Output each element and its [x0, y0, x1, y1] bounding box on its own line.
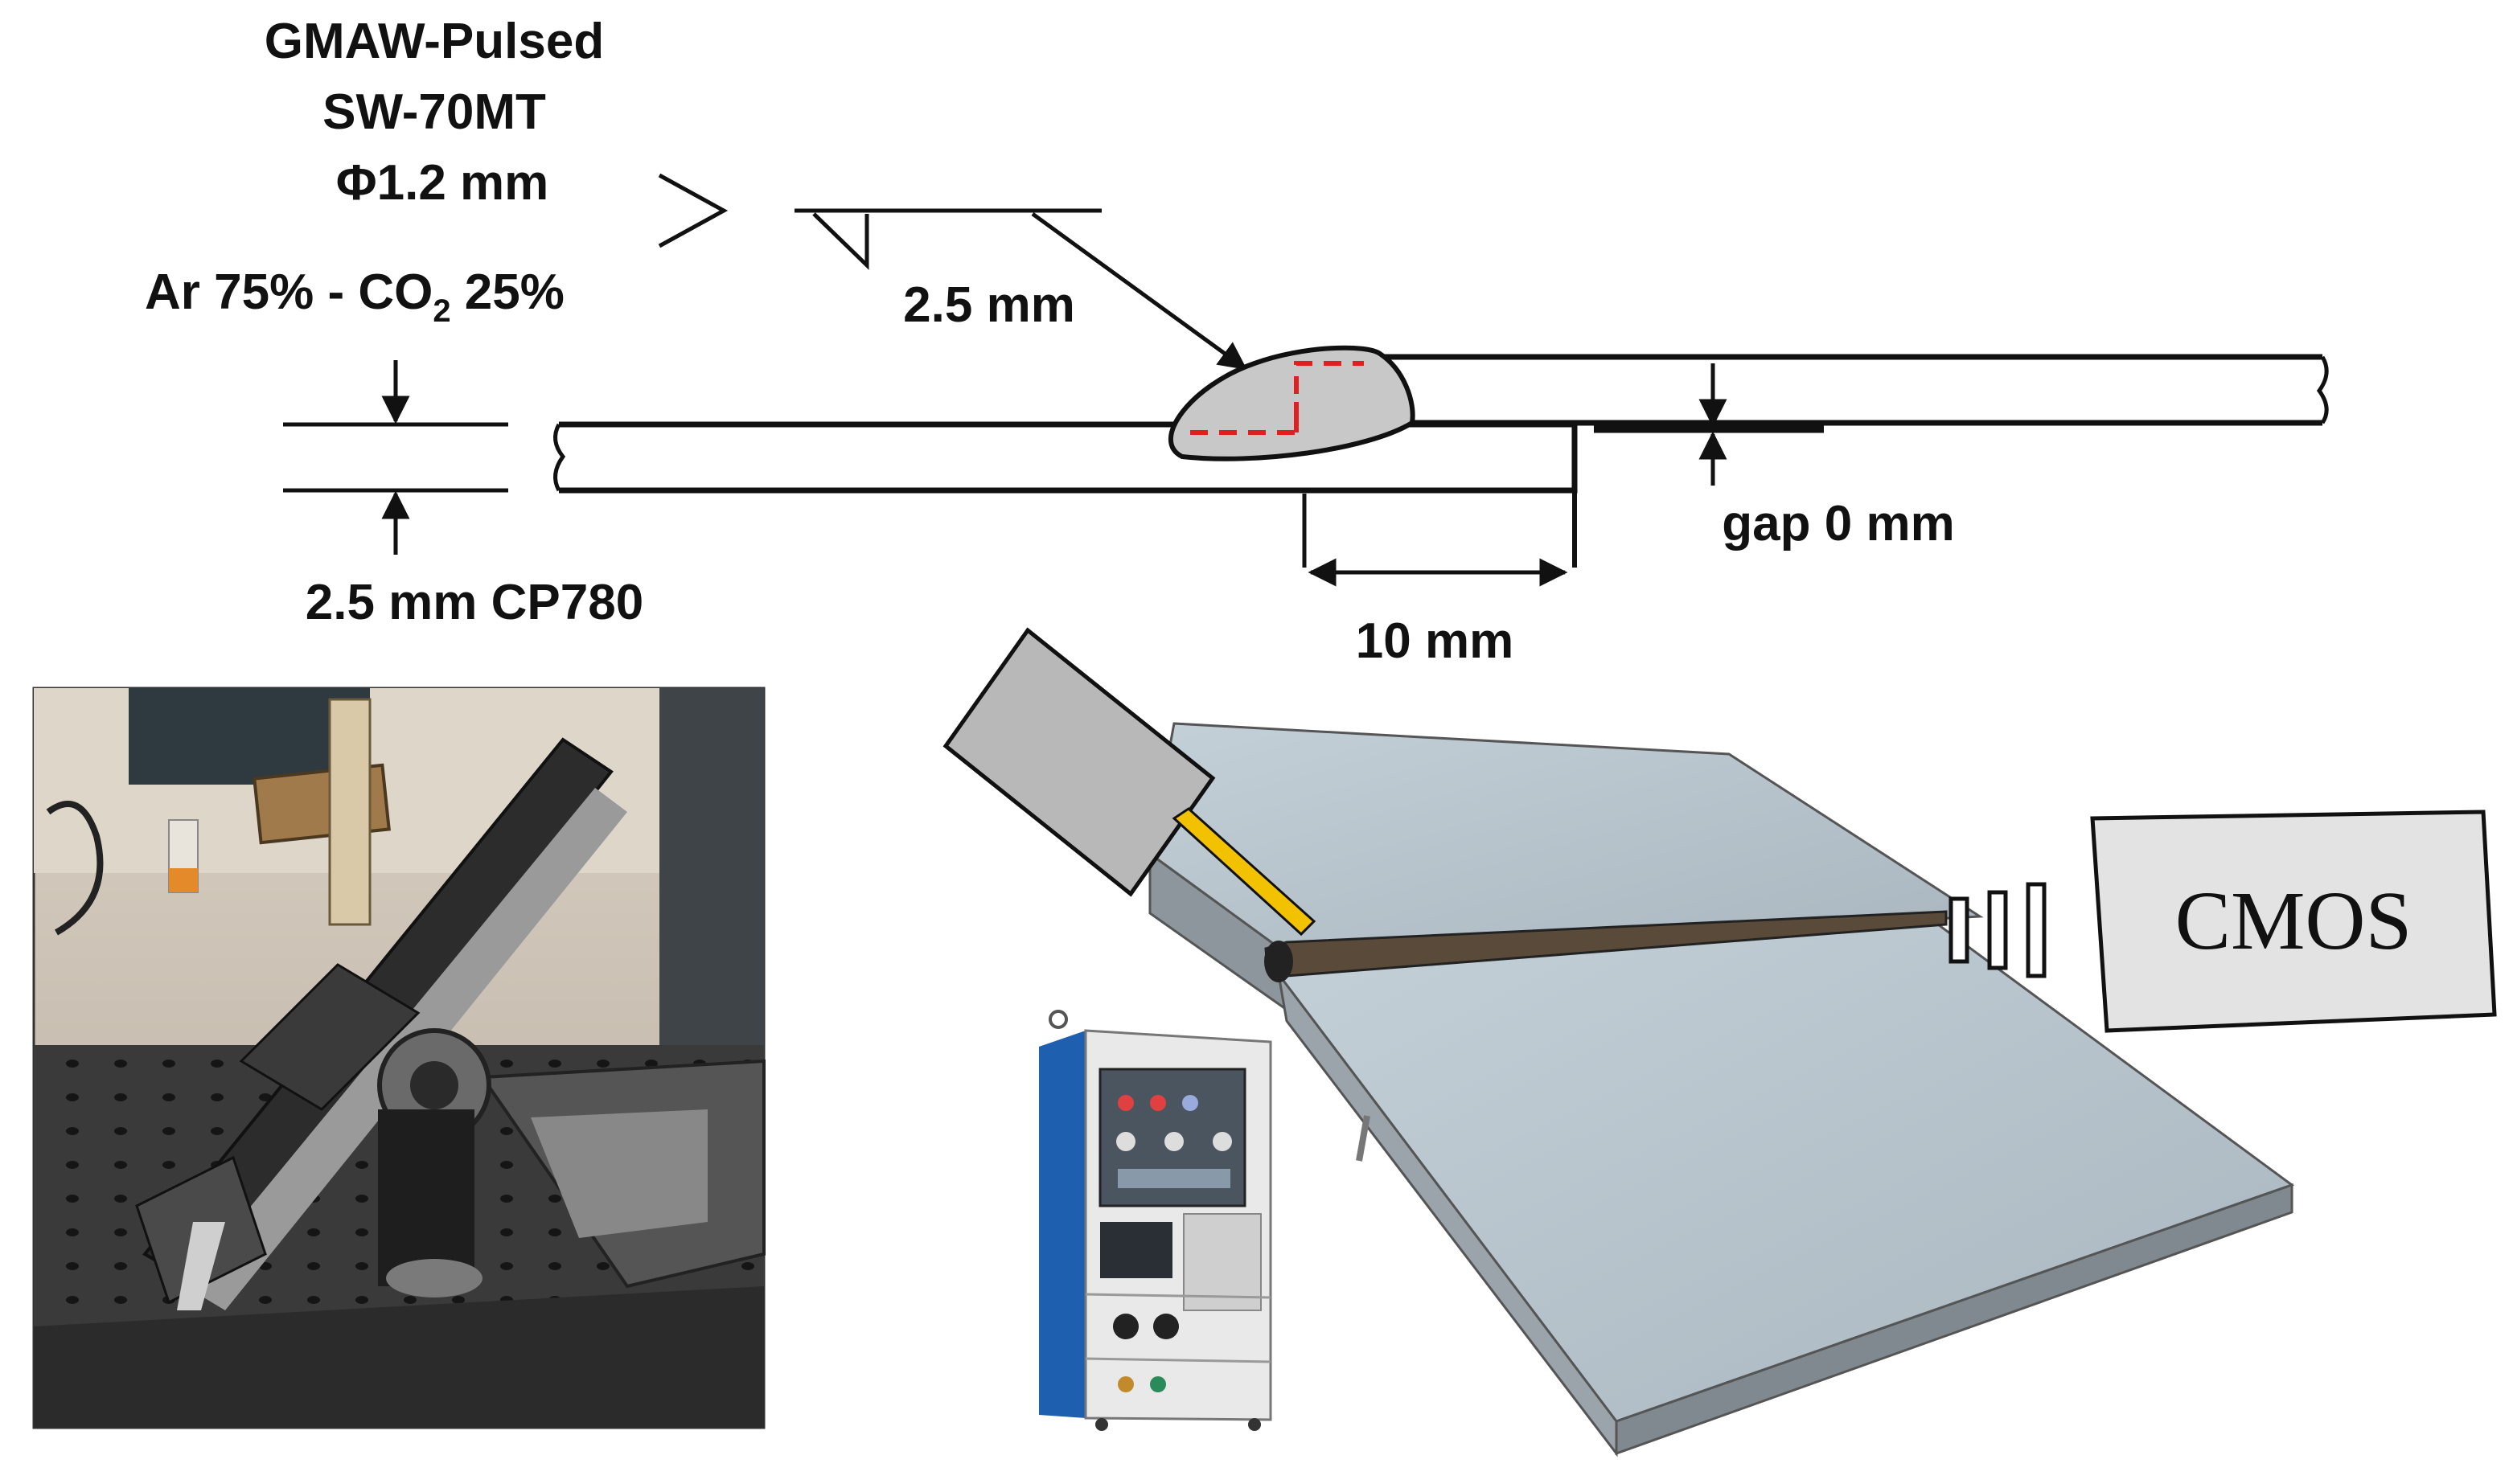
symbol-tail	[658, 173, 729, 248]
fillet-symbol	[812, 212, 869, 270]
overlap-label: 10 mm	[1356, 613, 1513, 669]
camera-label: CMOS	[2175, 875, 2412, 967]
optical-filter-icon	[1948, 896, 1969, 964]
symbol-arrow	[1031, 211, 1247, 371]
welding-torch	[942, 627, 1316, 937]
plate-assembly-3d	[1148, 722, 2295, 1457]
upper-plate	[1367, 354, 2322, 426]
weld-specification: GMAW-Pulsed SW-70MT Φ1.2 mm Ar 75% - CO2…	[145, 14, 604, 329]
optical-filter-icon	[1987, 890, 2008, 970]
thickness-label: 2.5 mm CP780	[306, 575, 643, 630]
welding-process-label: GMAW-Pulsed	[265, 14, 604, 69]
wire-diameter-label: Φ1.2 mm	[336, 155, 549, 211]
power-source-icon	[1039, 1031, 1086, 1418]
thickness-dimension	[283, 360, 508, 555]
lap-joint-cross-section	[553, 354, 2329, 568]
welding-torch-icon	[942, 627, 1216, 897]
optical-filters	[1948, 882, 2047, 978]
fixture-photo	[32, 687, 766, 1429]
optical-filter-icon	[2026, 882, 2047, 978]
cmos-camera-icon	[2090, 810, 2497, 1033]
gap-label: gap 0 mm	[1722, 496, 1954, 551]
wire-type-label: SW-70MT	[322, 84, 546, 140]
weld-bead	[1168, 345, 1415, 461]
welding-power-source	[1039, 1010, 1272, 1431]
overlap-dimension	[1302, 494, 1568, 587]
fusion-line	[1190, 361, 1364, 435]
shielding-gas-label: Ar 75% - CO2 25%	[145, 264, 565, 329]
upper-plate-break	[2316, 355, 2329, 424]
lower-plate	[559, 421, 1578, 494]
fillet-leg-label: 2.5 mm	[903, 277, 1075, 333]
welding-wire-icon	[1172, 807, 1316, 937]
lower-plate-break	[553, 423, 566, 492]
cmos-camera: CMOS	[2090, 810, 2497, 1033]
welding-symbol	[658, 173, 1247, 371]
